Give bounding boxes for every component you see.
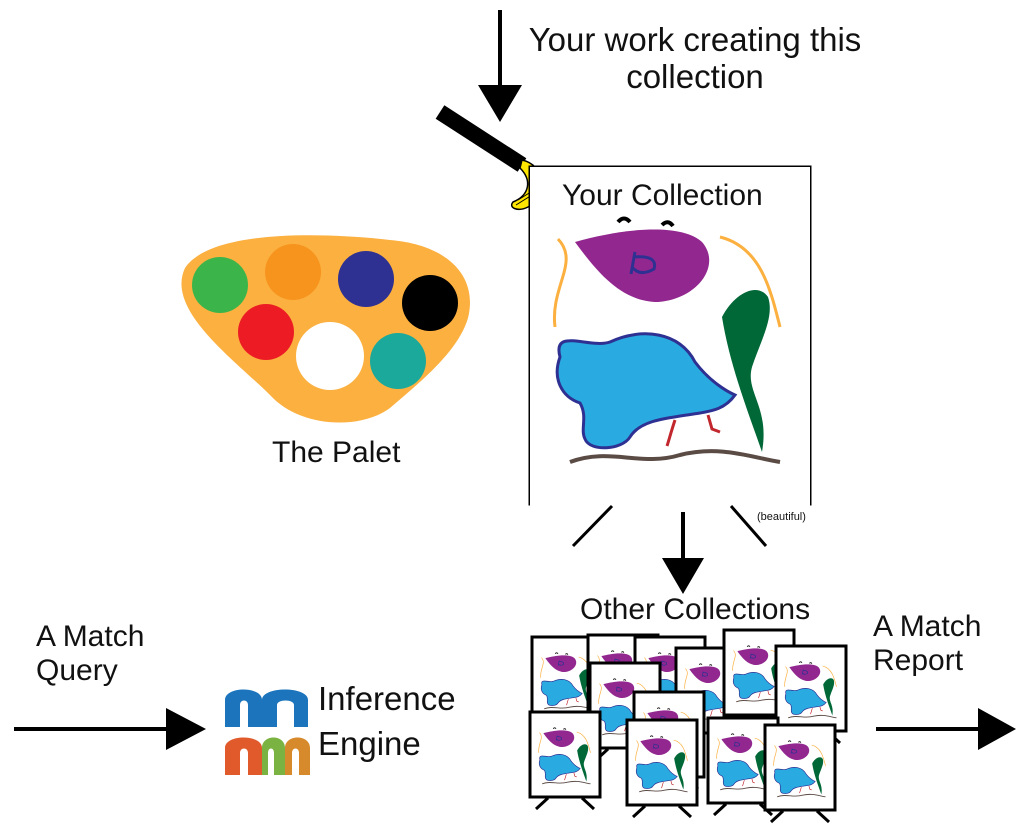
arrow-right-icon xyxy=(876,708,1016,750)
palette-color-swatch xyxy=(296,322,364,390)
work-caption-line1: Your work creating this xyxy=(528,21,862,58)
palette-color-swatch xyxy=(265,244,321,300)
other-collections-label: Other Collections xyxy=(580,593,811,626)
palette-color-swatch xyxy=(238,304,294,360)
palette-color-swatch xyxy=(192,257,248,313)
other-collections-stack xyxy=(530,630,846,822)
collection-artwork xyxy=(528,165,812,509)
palette-color-swatch xyxy=(370,333,426,389)
arrow-right-icon xyxy=(14,708,206,750)
beautiful-note: (beautiful) xyxy=(757,511,806,523)
palette-color-swatch xyxy=(338,251,394,307)
match-report-line1: A Match xyxy=(873,610,982,643)
palette-color-swatch xyxy=(402,275,458,331)
match-query-line2: Query xyxy=(36,653,118,687)
match-query-label: A Match Query xyxy=(36,620,144,687)
inference-engine-line1: Inference xyxy=(318,680,456,717)
logo-icon xyxy=(225,689,310,775)
inference-engine-line2: Engine xyxy=(318,724,421,762)
easel-icon xyxy=(528,165,812,548)
work-caption-line2: collection xyxy=(626,57,764,95)
arrow-down-icon xyxy=(478,10,522,122)
inference-engine-label: Inference Engine xyxy=(318,677,456,766)
collection-title: Your Collection xyxy=(562,179,763,212)
work-caption: Your work creating this collection xyxy=(505,21,885,96)
match-report-line2: Report xyxy=(873,643,964,677)
paintbrush-icon xyxy=(435,105,543,210)
palet-label: The Palet xyxy=(272,436,401,469)
match-report-label: A Match Report xyxy=(873,610,981,677)
arrow-down-icon xyxy=(662,512,704,594)
palette-icon xyxy=(181,235,470,423)
match-query-line1: A Match xyxy=(36,620,145,653)
